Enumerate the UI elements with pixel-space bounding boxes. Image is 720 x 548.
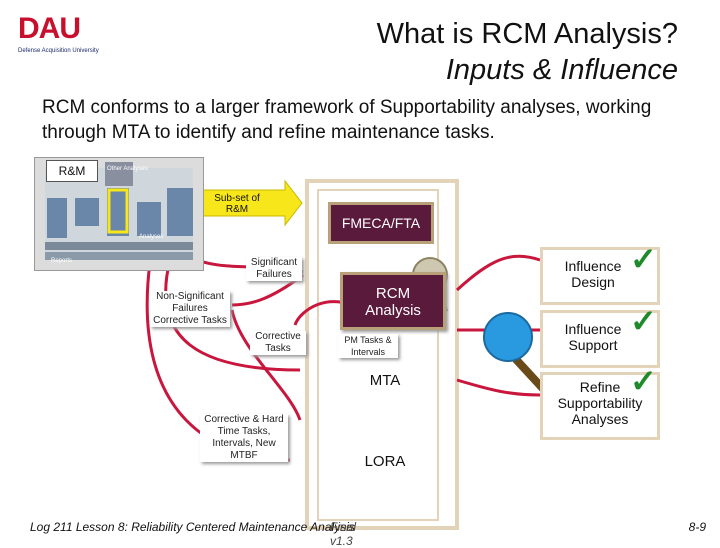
check-icon: ✓ [630, 363, 657, 399]
influence-design-box: Influence Design [540, 247, 660, 305]
arrow-refine [456, 378, 541, 397]
lora-label: LORA [364, 453, 406, 470]
refine-box: Refine Supportability Analyses [540, 372, 660, 440]
dau-logo: DAU Defense Acquisition University [14, 10, 124, 62]
logo-subtitle: Defense Acquisition University [18, 48, 99, 54]
pm-tasks-label: PM Tasks & Intervals [338, 334, 398, 358]
corrective-hard-time-label: Corrective & Hard Time Tasks, Intervals,… [200, 414, 288, 462]
intro-text: RCM conforms to a larger framework of Su… [42, 97, 652, 143]
mta-label: MTA [369, 372, 401, 389]
non-significant-label: Non-Significant Failures Corrective Task… [150, 291, 230, 327]
framework-thumbnail: Other Analyses Reports Analyses [34, 157, 204, 271]
page-number: 8-9 [688, 520, 706, 534]
refine-text: Refine Supportability Analyses [557, 379, 643, 427]
fmeca-box: FMECA/FTA [328, 202, 434, 244]
yellow-arrow [194, 179, 303, 227]
arrow-influence-design [455, 254, 541, 292]
rcm-line1: RCM [375, 285, 411, 302]
influence-support-box: Influence Support [540, 310, 660, 368]
rm-label: R&M [46, 160, 98, 182]
subset-label: Sub-set of R&M [214, 193, 260, 215]
footer-left: Log 211 Lesson 8: Reliability Centered M… [30, 520, 355, 534]
arrow-nonsig [231, 273, 304, 307]
footer-text: Log 211 Lesson 8: Reliability Centered M… [30, 520, 356, 548]
corrective-tasks-label: Corrective Tasks [250, 331, 306, 355]
thumb-reports: Reports [51, 258, 73, 264]
significant-failures-label: Significant Failures [246, 257, 302, 281]
slide-title: What is RCM Analysis? [376, 18, 678, 50]
check-icon: ✓ [630, 303, 657, 339]
rcm-line2: Analysis [365, 302, 421, 319]
influence-design-text: Influence Design [564, 258, 622, 290]
check-icon: ✓ [630, 241, 657, 277]
logo-brand: DAU [18, 12, 81, 45]
magnifier-lens-icon [483, 312, 533, 362]
slide-subtitle: Inputs & Influence [445, 54, 678, 86]
thumb-analyses: Analyses [139, 234, 164, 240]
influence-support-text: Influence Support [564, 321, 622, 353]
arrow-mta [164, 259, 301, 372]
thumb-other: Other Analyses [107, 166, 148, 172]
rcm-analysis-box: RCM Analysis [340, 272, 446, 330]
footer-version: Final v1.3 [330, 520, 357, 548]
